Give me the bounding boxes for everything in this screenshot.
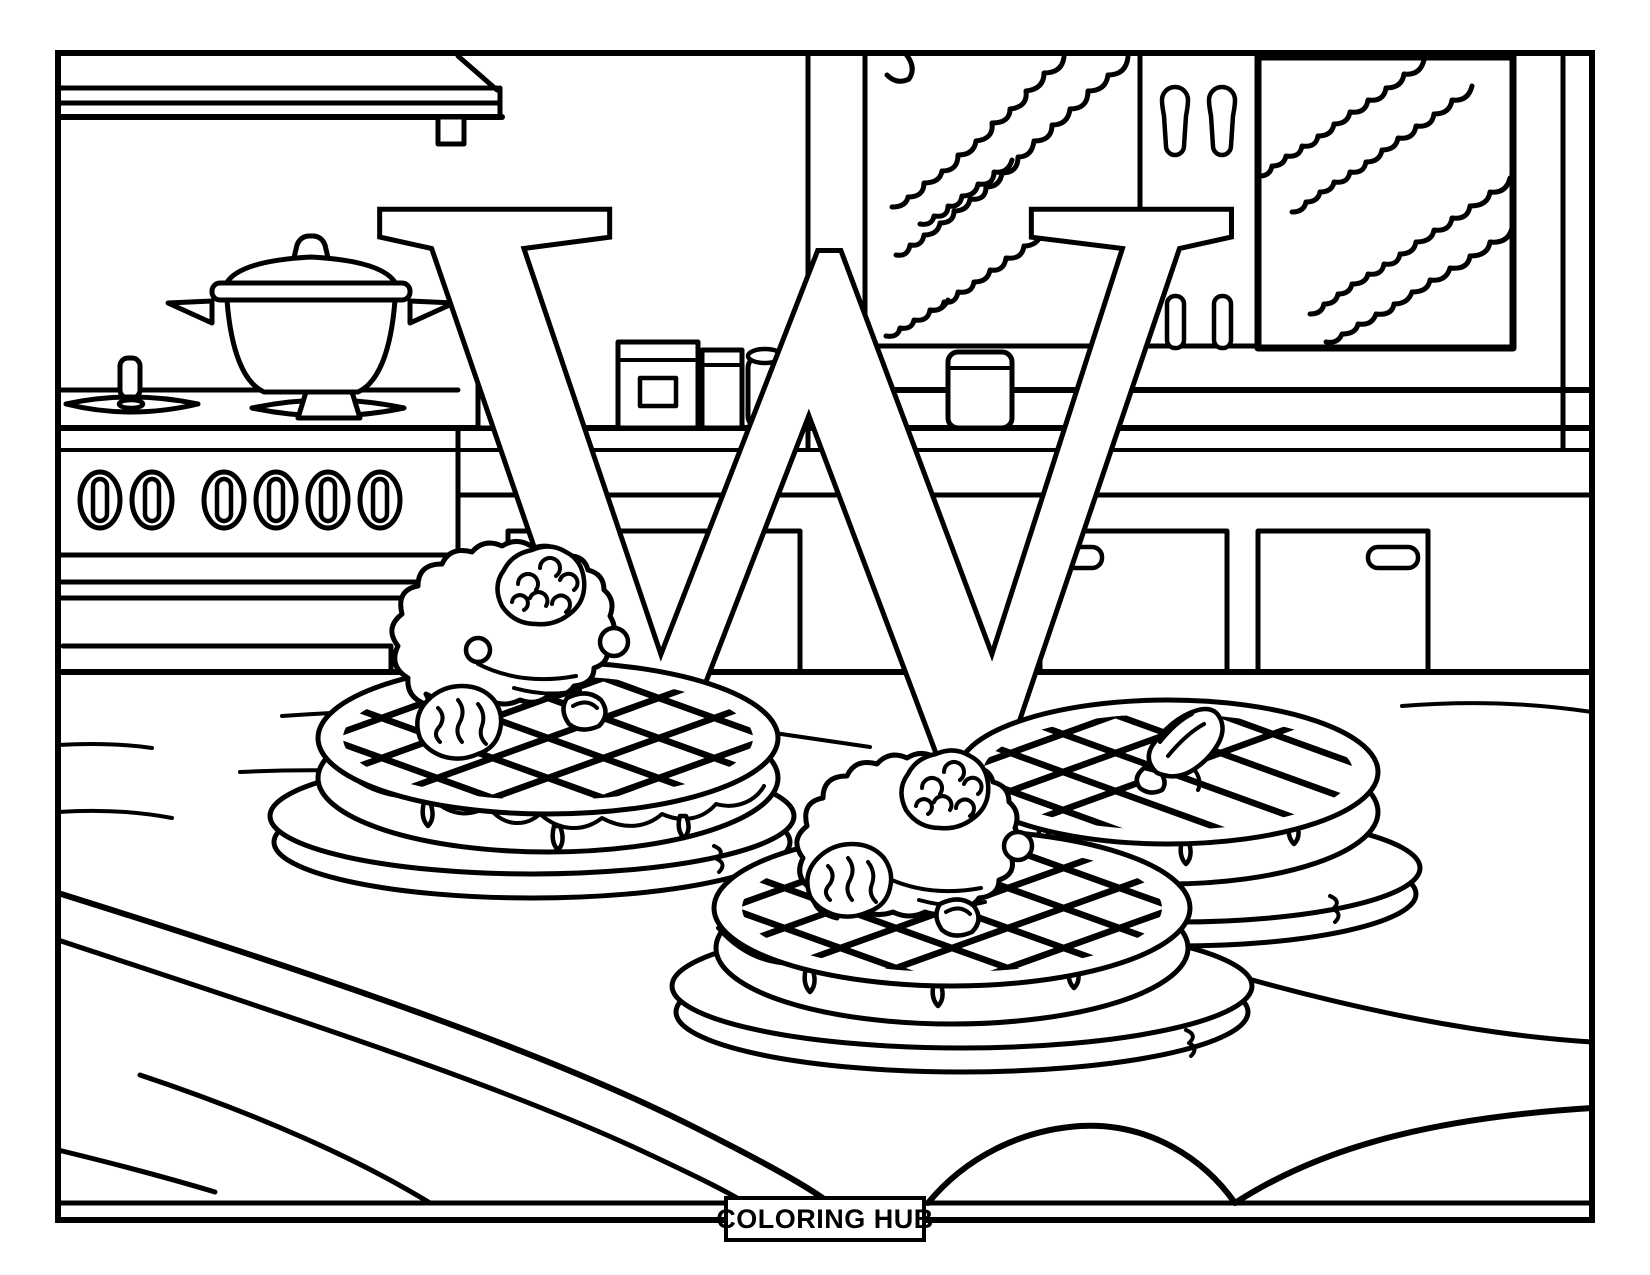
berry <box>463 635 493 665</box>
pot-body <box>224 297 398 395</box>
control-knobs <box>77 469 403 531</box>
pot-handle-right <box>407 298 457 326</box>
range-hood <box>55 53 505 147</box>
badge-label: COLORING HUB <box>716 1203 934 1234</box>
berry-cluster <box>901 750 988 828</box>
fruit-wedge <box>936 899 978 935</box>
gas-burner-right <box>249 389 407 421</box>
cabinet-handle-icon <box>1164 293 1187 351</box>
gas-burner-left <box>63 355 201 415</box>
cabinet-handle-icon <box>1159 84 1191 158</box>
plate-glint <box>1184 1028 1197 1058</box>
plate-glint <box>712 844 725 874</box>
berry <box>597 625 631 659</box>
waffle-front <box>669 742 1255 1075</box>
cabinet-handle-icon <box>1211 293 1234 351</box>
coloring-hub-badge: COLORING HUB <box>716 1196 933 1242</box>
counter-canisters <box>475 339 1015 431</box>
berry-cluster <box>497 546 584 624</box>
pecan-topping <box>1134 706 1225 795</box>
walnut-half <box>417 686 501 759</box>
pot-lid <box>223 254 399 287</box>
walnut-half <box>807 844 891 917</box>
fruit-wedge <box>563 693 605 729</box>
hood-vent-tab <box>435 114 467 147</box>
door-handle-icon <box>1365 544 1421 571</box>
cabinet-window-right <box>1254 53 1517 352</box>
pot-handle-left <box>165 298 215 326</box>
upper-cabinets <box>805 50 1595 451</box>
plate-glint <box>1328 894 1341 924</box>
berry <box>1001 829 1035 863</box>
cabinet-handle-icon <box>1206 84 1238 158</box>
cooking-pot <box>165 233 457 395</box>
door-handle-icon <box>1049 544 1105 571</box>
window-plants <box>883 50 1515 345</box>
waffle-left <box>267 541 797 901</box>
